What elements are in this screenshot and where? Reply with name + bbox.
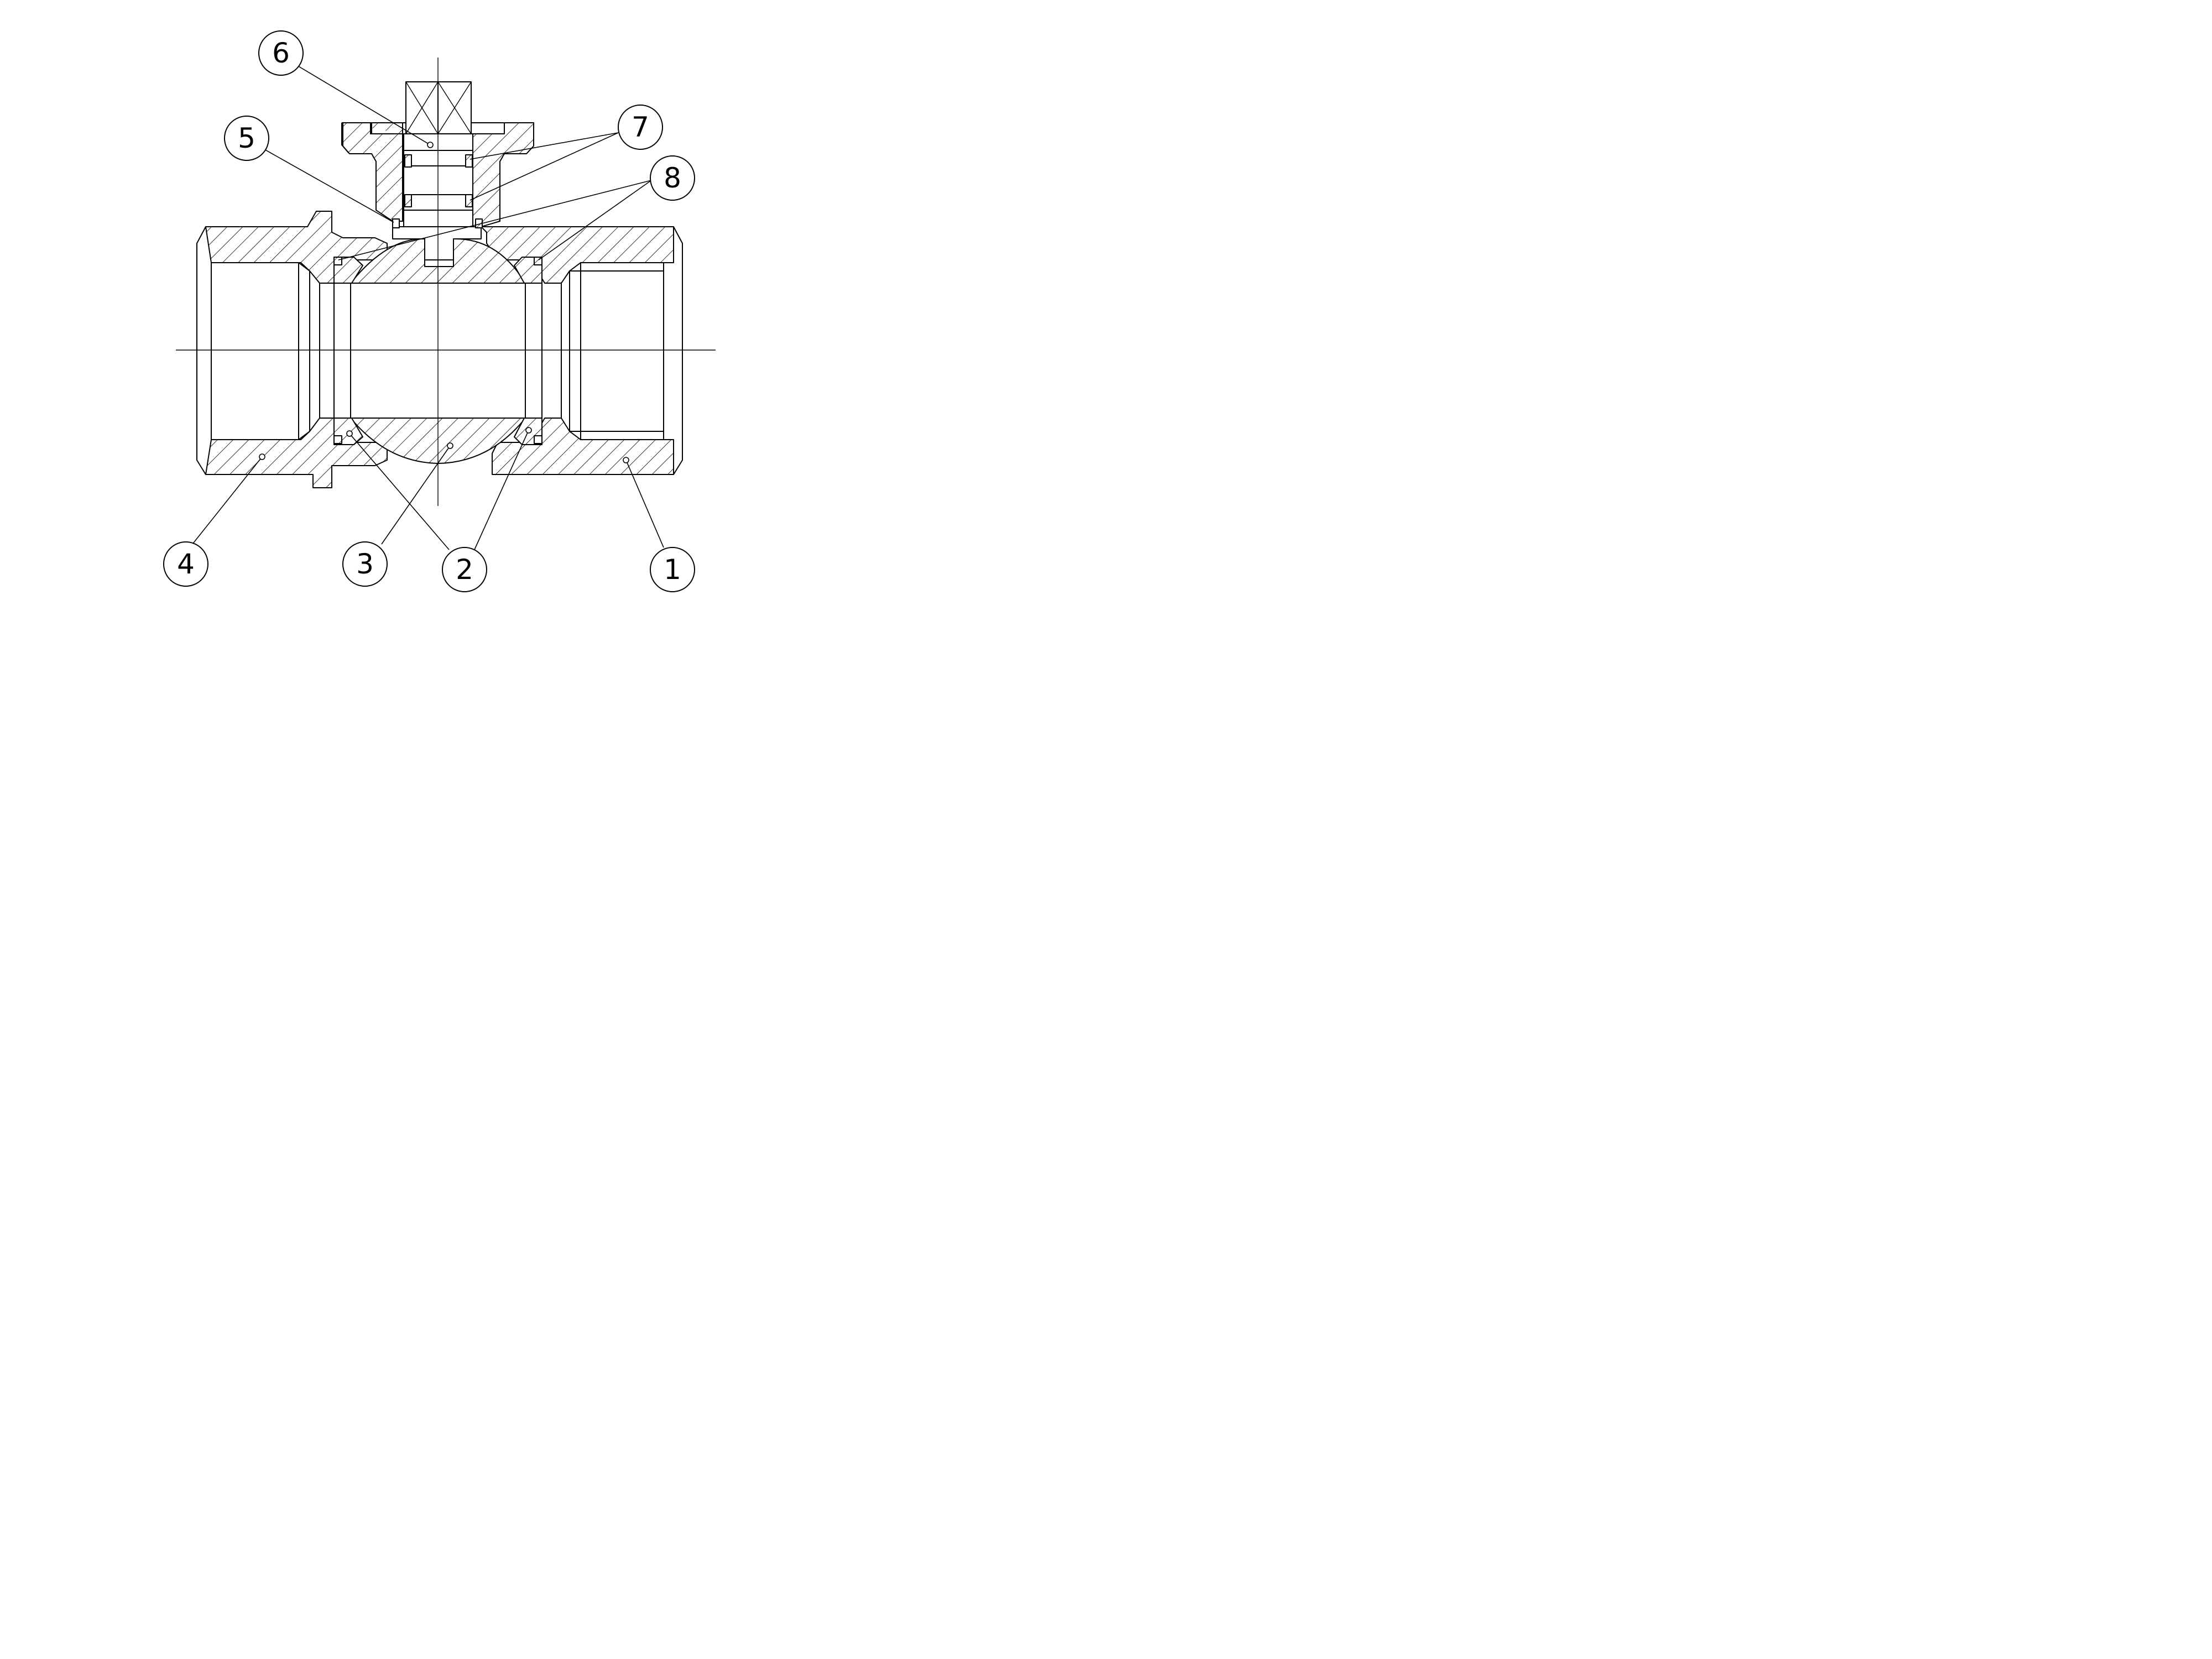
balloon-6-label: 6 [272,37,290,69]
balloon-8: 8 [650,155,695,201]
balloon-5-label: 5 [238,122,255,154]
balloon-5: 5 [224,116,269,161]
balloon-2-label: 2 [456,554,473,586]
balloon-1: 1 [650,547,695,592]
left-end-connector [196,211,388,488]
stem [392,81,482,267]
leader-lines [192,66,664,550]
centerlines [176,58,716,506]
balloon-1-label: 1 [664,554,681,586]
valve-section-drawing: 6 5 7 8 4 3 2 1 [163,30,716,592]
stem-seals [392,154,483,228]
balloon-8-label: 8 [664,162,681,194]
balloon-7-label: 7 [632,111,649,143]
balloon-4: 4 [163,541,208,587]
balloon-4-label: 4 [177,548,195,580]
body-seals [333,257,542,444]
balloon-6: 6 [258,30,304,76]
balloon-3-label: 3 [356,548,374,580]
balloon-3: 3 [342,541,388,587]
bonnet-flange [341,122,534,227]
balloon-7: 7 [618,105,663,150]
balloon-2: 2 [442,547,487,592]
